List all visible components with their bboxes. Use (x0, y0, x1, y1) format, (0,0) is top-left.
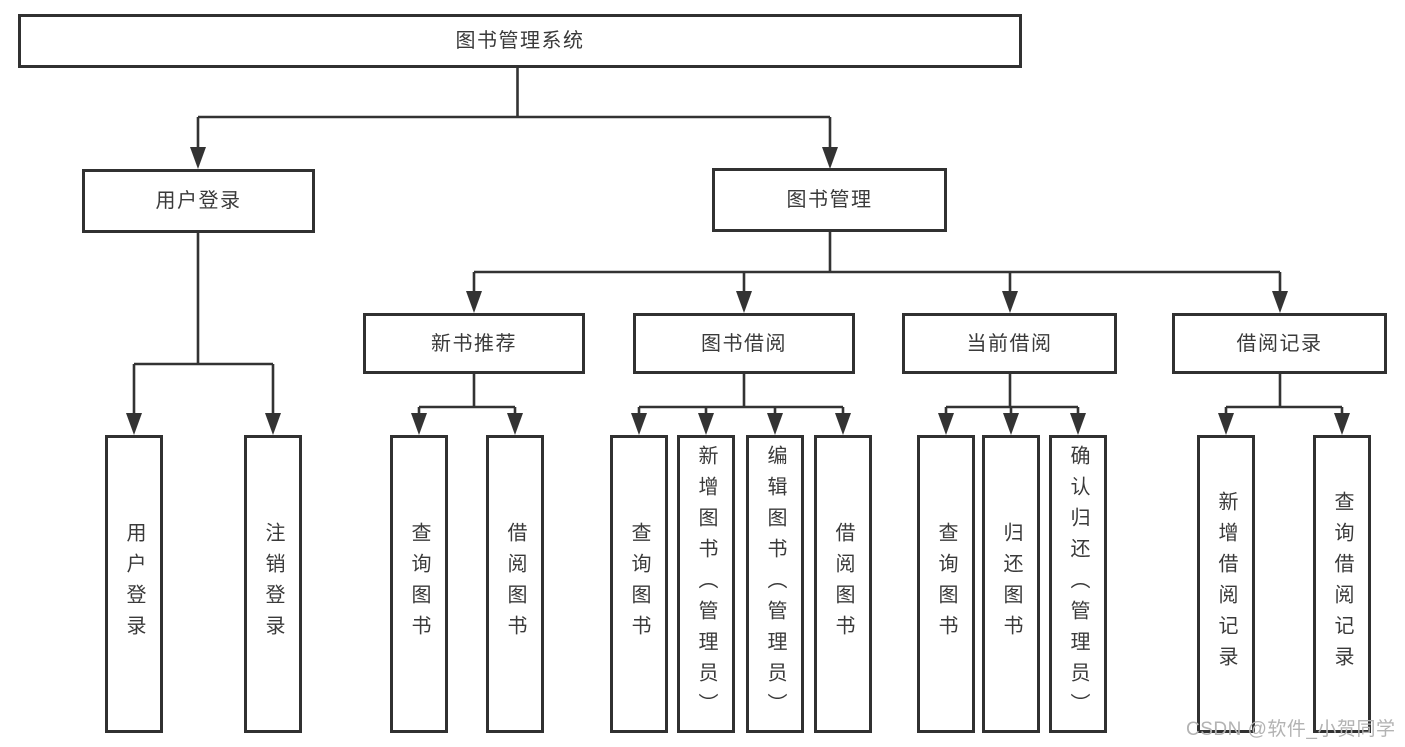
arrow-down-icon (411, 413, 427, 435)
leaf-br-query-record: 查询借阅记录 (1313, 435, 1371, 733)
arrow-down-icon (265, 413, 281, 435)
arrow-down-icon (1272, 291, 1288, 313)
leaf-cb-query-books: 查询图书 (917, 435, 975, 733)
arrow-down-icon (1070, 413, 1086, 435)
node-borrow-record: 借阅记录 (1172, 313, 1387, 374)
user-login-branch (132, 233, 275, 418)
arrow-down-icon (1002, 291, 1018, 313)
leaf-nbr-borrow-books: 借阅图书 (486, 435, 544, 733)
leaf-bb-query-books: 查询图书 (610, 435, 668, 733)
leaf-nbr-query-books: 查询图书 (390, 435, 448, 733)
book-management-branch (472, 232, 1282, 296)
node-root-label: 图书管理系统 (455, 30, 585, 52)
leaf-br-add-record: 新增借阅记录 (1197, 435, 1255, 733)
arrow-down-icon (835, 413, 851, 435)
arrow-down-icon (1003, 413, 1019, 435)
node-book-borrow: 图书借阅 (633, 313, 855, 374)
leaf-bb-edit-books-admin: 编辑图书（管理员） (746, 435, 804, 733)
arrow-down-icon (1334, 413, 1350, 435)
node-root: 图书管理系统 (18, 14, 1022, 68)
node-new-book-recommend-label: 新书推荐 (431, 332, 517, 355)
arrow-down-icon (938, 413, 954, 435)
arrow-down-icon (1218, 413, 1234, 435)
leaf-bb-add-books-admin: 新增图书（管理员） (677, 435, 735, 733)
leaf-user-login: 用户登录 (105, 435, 163, 733)
arrow-down-icon (466, 291, 482, 313)
arrow-down-icon (190, 147, 206, 169)
leaf-cb-confirm-return-admin: 确认归还（管理员） (1049, 435, 1107, 733)
node-borrow-record-label: 借阅记录 (1236, 332, 1323, 355)
current-borrow-branch (944, 374, 1080, 418)
node-current-borrow-label: 当前借阅 (966, 332, 1053, 355)
arrow-down-icon (767, 413, 783, 435)
arrow-down-icon (822, 147, 838, 169)
arrow-down-icon (507, 413, 523, 435)
arrow-down-icon (126, 413, 142, 435)
branch-lines (132, 68, 1344, 418)
arrow-down-icon (736, 291, 752, 313)
leaf-cb-return-books: 归还图书 (982, 435, 1040, 733)
new-book-recommend-branch (417, 374, 517, 418)
leaf-bb-borrow-books: 借阅图书 (814, 435, 872, 733)
node-new-book-recommend: 新书推荐 (363, 313, 585, 374)
root-branch (196, 68, 832, 152)
node-current-borrow: 当前借阅 (902, 313, 1117, 374)
node-user-login: 用户登录 (82, 169, 315, 233)
node-book-borrow-label: 图书借阅 (701, 332, 787, 355)
node-user-login-label: 用户登录 (155, 190, 242, 212)
csdn-watermark: CSDN @软件_小贺同学 (1186, 719, 1396, 740)
arrowheads (126, 147, 1350, 435)
book-borrow-branch (637, 374, 845, 418)
arrow-down-icon (631, 413, 647, 435)
leaf-logout: 注销登录 (244, 435, 302, 733)
borrow-record-branch (1224, 374, 1344, 418)
node-book-management-label: 图书管理 (786, 189, 873, 211)
node-book-management: 图书管理 (712, 168, 947, 232)
arrow-down-icon (698, 413, 714, 435)
